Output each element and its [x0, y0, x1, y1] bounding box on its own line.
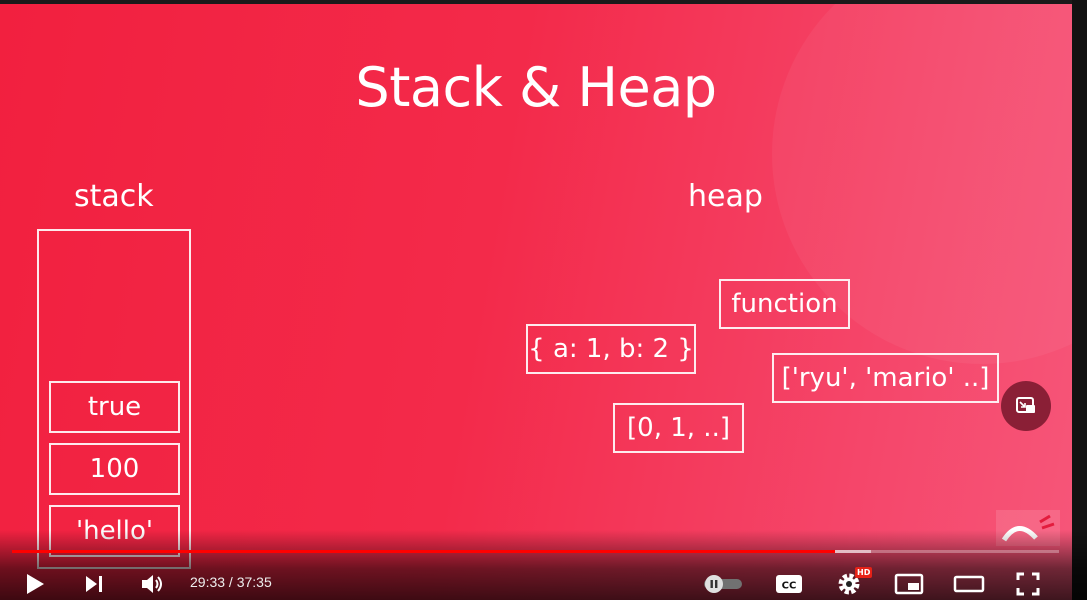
slide-title: Stack & Heap [355, 56, 717, 119]
autoplay-toggle[interactable] [702, 566, 744, 600]
fullscreen-icon [1016, 572, 1040, 596]
stack-item-100: 100 [49, 443, 180, 495]
progress-played [12, 550, 835, 553]
settings-icon [838, 573, 860, 595]
stack-label: stack [74, 179, 154, 214]
heap-item-numbers-array: [0, 1, ..] [613, 403, 744, 453]
theater-mode-button[interactable] [952, 566, 986, 600]
settings-button[interactable] [834, 566, 864, 600]
miniplayer-button[interactable] [893, 566, 925, 600]
progress-bar[interactable] [12, 550, 1059, 553]
volume-button[interactable] [138, 566, 168, 600]
video-frame[interactable]: Stack & Heap stack heap true 100 'hello'… [0, 4, 1072, 600]
heap-label: heap [688, 179, 763, 214]
captions-icon: CC [776, 575, 802, 593]
miniplayer-expand-button[interactable] [1001, 381, 1051, 431]
right-scrollbar-area [1072, 0, 1087, 600]
top-border [0, 0, 1087, 4]
heap-item-names-array: ['ryu', 'mario' ..] [772, 353, 999, 403]
play-button[interactable] [20, 566, 50, 600]
time-display: 29:33 / 37:35 [190, 574, 272, 590]
heap-item-object: { a: 1, b: 2 } [526, 324, 696, 374]
next-button[interactable] [80, 566, 108, 600]
svg-text:CC: CC [782, 581, 797, 592]
fullscreen-button[interactable] [1013, 566, 1043, 600]
miniplayer-icon [894, 573, 924, 595]
picture-in-picture-icon [1016, 397, 1035, 413]
hd-badge: HD [855, 567, 873, 578]
stack-item-true: true [49, 381, 180, 433]
volume-icon [142, 575, 162, 593]
controls-gradient [0, 530, 1087, 600]
theater-icon [953, 575, 985, 593]
autoplay-toggle-icon [704, 575, 742, 593]
heap-item-function: function [719, 279, 850, 329]
next-icon [86, 576, 102, 592]
play-icon [27, 574, 44, 594]
captions-button[interactable]: CC [774, 566, 804, 600]
